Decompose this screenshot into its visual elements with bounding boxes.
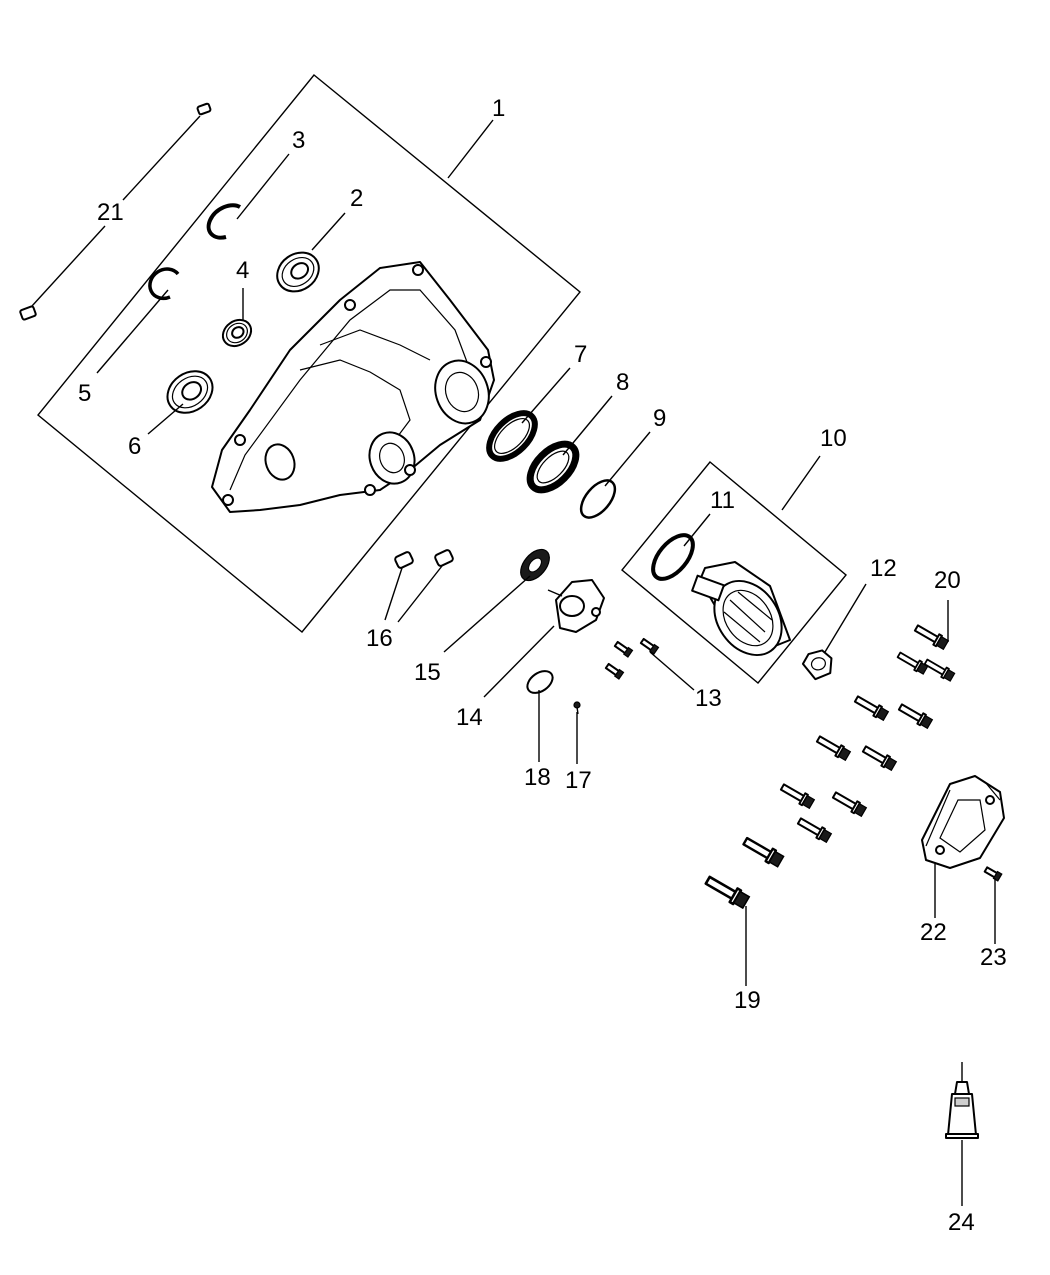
bolt[interactable] <box>896 650 929 675</box>
part-22-cover[interactable] <box>921 775 1005 869</box>
part-2-bearing[interactable] <box>270 245 327 300</box>
callout-12: 12 <box>870 555 897 582</box>
bolts-19-20[interactable] <box>704 623 956 910</box>
callout-8: 8 <box>616 369 629 396</box>
callout-7: 7 <box>574 341 587 368</box>
part-3-snap-ring[interactable] <box>206 203 242 240</box>
bolt[interactable] <box>923 657 956 682</box>
bolt[interactable] <box>815 734 852 762</box>
callout-labels: 1 2 3 4 5 6 7 8 9 10 11 12 13 14 15 16 1… <box>78 95 1007 1236</box>
bolt[interactable] <box>796 816 833 844</box>
callout-10: 10 <box>820 425 847 452</box>
callout-9: 9 <box>653 405 666 432</box>
bolt[interactable] <box>742 835 785 868</box>
callout-20: 20 <box>934 567 961 594</box>
part-13-screws[interactable] <box>604 637 660 680</box>
bolt[interactable] <box>913 623 950 651</box>
callout-4: 4 <box>236 257 249 284</box>
part-15-seal[interactable] <box>515 544 555 586</box>
bolt[interactable] <box>704 874 751 910</box>
callout-6: 6 <box>128 433 141 460</box>
callout-19: 19 <box>734 987 761 1014</box>
part-6-bearing[interactable] <box>159 363 220 422</box>
leader-lines <box>31 115 996 1206</box>
callout-1: 1 <box>492 95 505 122</box>
part-8-seal[interactable] <box>522 436 584 498</box>
part-17-screw[interactable] <box>573 701 581 715</box>
part-12-nut[interactable] <box>801 649 836 682</box>
group-box-10 <box>621 461 847 684</box>
callout-18: 18 <box>524 764 551 791</box>
part-9-o-ring[interactable] <box>575 474 622 523</box>
part-11-seal[interactable] <box>646 528 701 586</box>
bolt[interactable] <box>779 782 816 810</box>
callout-2: 2 <box>350 185 363 212</box>
part-18-gasket[interactable] <box>523 667 556 698</box>
part-24-sealant-tube[interactable] <box>945 1062 979 1139</box>
part-7-seal[interactable] <box>481 405 543 467</box>
bolt[interactable] <box>897 702 934 730</box>
callout-24: 24 <box>948 1209 975 1236</box>
group-box-1 <box>37 74 581 633</box>
bolt[interactable] <box>861 744 898 772</box>
part-10-extension[interactable] <box>691 561 795 668</box>
part-4-bearing[interactable] <box>218 315 256 352</box>
callout-17: 17 <box>565 767 592 794</box>
bolt[interactable] <box>831 790 868 818</box>
callout-3: 3 <box>292 127 305 154</box>
callout-14: 14 <box>456 704 483 731</box>
part-23-screw[interactable] <box>983 866 1003 882</box>
part-16-dowels[interactable] <box>394 549 454 569</box>
callout-22: 22 <box>920 919 947 946</box>
callout-23: 23 <box>980 944 1007 971</box>
callout-13: 13 <box>695 685 722 712</box>
callout-15: 15 <box>414 659 441 686</box>
callout-21: 21 <box>97 199 124 226</box>
part-1-case[interactable] <box>211 261 497 513</box>
callout-16: 16 <box>366 625 393 652</box>
callout-5: 5 <box>78 380 91 407</box>
callout-11: 11 <box>710 487 735 514</box>
bolt[interactable] <box>853 694 890 722</box>
part-14-actuator[interactable] <box>547 579 605 633</box>
part-21-pins[interactable] <box>19 102 212 321</box>
